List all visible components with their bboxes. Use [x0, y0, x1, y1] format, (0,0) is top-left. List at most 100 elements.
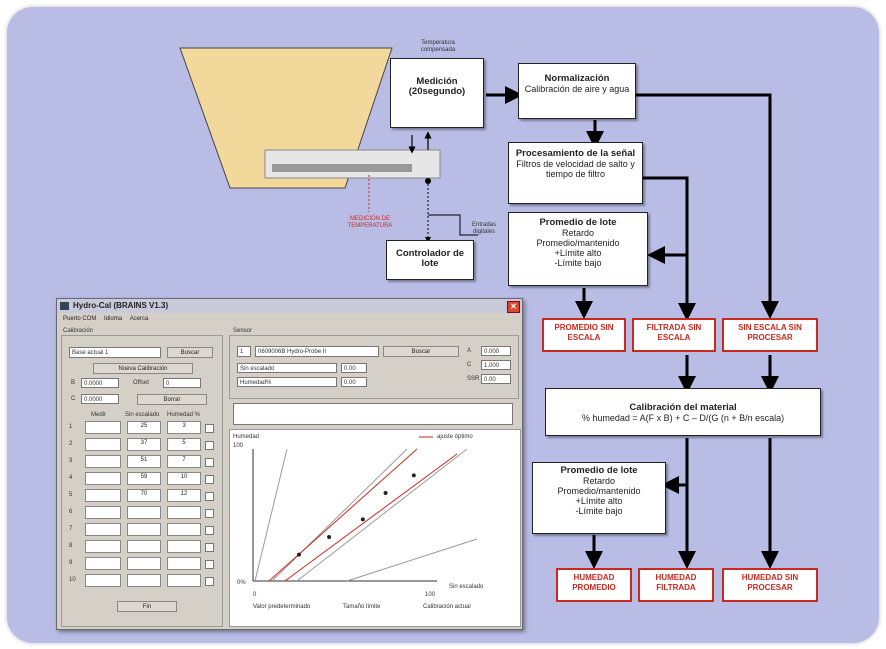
option-unscaled-value[interactable]: 0.00 — [341, 363, 367, 373]
normalization-sub: Calibración de aire y agua — [524, 84, 630, 94]
row-checkbox[interactable] — [205, 577, 214, 586]
new-calibration-button[interactable]: Nueva Calibración — [93, 363, 193, 374]
current-line — [271, 448, 408, 582]
measure-cell[interactable] — [85, 438, 121, 451]
raw-cell[interactable] — [127, 557, 161, 570]
arrow-raw — [636, 93, 779, 319]
data-point — [327, 535, 332, 539]
app-icon — [60, 302, 69, 310]
calibration-select[interactable]: Base actual 1 — [69, 347, 161, 358]
moisture-cell[interactable] — [167, 523, 201, 536]
digital-link — [428, 214, 478, 236]
raw-cell[interactable]: 37 — [127, 438, 161, 451]
row-checkbox[interactable] — [205, 424, 214, 433]
coef-value: 0.000 — [481, 346, 511, 356]
raw-cell[interactable]: 25 — [127, 421, 161, 434]
measure-cell[interactable] — [85, 523, 121, 536]
measure-box: Medición (20segundo) — [390, 58, 484, 128]
average-bottom-line: Promedio/mantenido — [557, 486, 641, 496]
row-checkbox[interactable] — [205, 458, 214, 467]
raw-cell[interactable] — [127, 523, 161, 536]
raw-cell[interactable] — [127, 506, 161, 519]
average-top-line: -Límite bajo — [554, 258, 602, 268]
raw-cell[interactable]: 51 — [127, 455, 161, 468]
moisture-cell[interactable]: 12 — [167, 489, 201, 502]
chart-ymax: 100 — [233, 443, 244, 449]
sensor-label: Sensor — [233, 328, 253, 334]
signal-sub: Filtros de velocidad de salto y tiempo d… — [516, 159, 635, 179]
finish-button[interactable]: Fin — [117, 601, 177, 612]
row-number: 9 — [69, 560, 73, 566]
moisture-cell[interactable]: 10 — [167, 472, 201, 485]
measure-cell[interactable] — [85, 574, 121, 587]
row-checkbox[interactable] — [205, 560, 214, 569]
browse-button[interactable]: Buscar — [167, 347, 213, 358]
measure-cell[interactable] — [85, 455, 121, 468]
row-checkbox[interactable] — [205, 509, 214, 518]
average-box-bottom: Promedio de lote Retardo Promedio/manten… — [532, 462, 666, 534]
measure-cell[interactable] — [85, 540, 121, 553]
close-button[interactable]: ✕ — [507, 301, 520, 313]
moisture-cell[interactable] — [167, 574, 201, 587]
delete-button[interactable]: Borrar — [137, 394, 207, 405]
moisture-cell[interactable]: 5 — [167, 438, 201, 451]
row-checkbox[interactable] — [205, 475, 214, 484]
option-unscaled[interactable]: Sin escalado — [237, 363, 337, 373]
menu-item[interactable]: Acerca — [129, 316, 149, 322]
controller-box: Controlador de lote — [386, 240, 474, 280]
row-checkbox[interactable] — [205, 492, 214, 501]
chart-ymin: 0% — [237, 580, 246, 586]
connect-button[interactable]: Buscar — [383, 346, 459, 357]
option-moisture[interactable]: Humedad% — [237, 377, 337, 387]
row-number: 7 — [69, 526, 73, 532]
menu-item[interactable]: Idioma — [104, 316, 123, 322]
raw-cell[interactable] — [127, 540, 161, 553]
b-field[interactable]: 0.0000 — [81, 378, 119, 388]
label-offset: Offset — [133, 380, 149, 386]
legend-default: Valor predeterminado — [253, 604, 311, 610]
average-bottom-line: -Límite bajo — [575, 506, 623, 516]
c-field[interactable]: 0.0000 — [81, 394, 119, 404]
measure-title: Medición — [416, 76, 458, 87]
moisture-cell[interactable] — [167, 557, 201, 570]
sensor-select[interactable]: 0609006B Hydro-Probe II — [255, 346, 379, 357]
moisture-cell[interactable] — [167, 506, 201, 519]
row-checkbox[interactable] — [205, 543, 214, 552]
col-header-moisture: Humedad % — [167, 412, 201, 418]
average-top-title: Promedio de lote — [539, 217, 617, 228]
measure-cell[interactable] — [85, 472, 121, 485]
temp-measure-label: MEDICIÓN DE TEMPERATURA — [347, 216, 393, 229]
limit-line — [296, 448, 468, 582]
measure-cell[interactable] — [85, 506, 121, 519]
row-checkbox[interactable] — [205, 441, 214, 450]
moisture-cell[interactable]: 7 — [167, 455, 201, 468]
chart-ylabel: Humedad — [233, 434, 260, 440]
coef-value: 0.00 — [481, 374, 511, 384]
material-cal-formula: % humedad = A(F x B) + C – D/(G (n + B/n… — [581, 413, 785, 423]
digital-inputs-label: Entradas digitales — [471, 222, 496, 235]
row-checkbox[interactable] — [205, 526, 214, 535]
signal-box: Procesamiento de la señal Filtros de vel… — [508, 142, 643, 204]
raw-cell[interactable] — [127, 574, 161, 587]
option-moisture-value[interactable]: 0.00 — [341, 377, 367, 387]
moisture-cell[interactable] — [167, 540, 201, 553]
raw-cell[interactable]: 59 — [127, 472, 161, 485]
limit-line — [346, 538, 478, 582]
status-box — [233, 403, 513, 425]
col-header-measure: Medir — [91, 412, 107, 418]
measure-cell[interactable] — [85, 557, 121, 570]
legend-current: Calibración actual — [423, 604, 471, 610]
raw-cell[interactable]: 70 — [127, 489, 161, 502]
output-filtered-unscaled: FILTRADA SIN ESCALA — [632, 318, 716, 352]
material-cal-box: Calibración del material % humedad = A(F… — [545, 388, 821, 436]
offset-field[interactable]: 0 — [163, 378, 201, 388]
chart-xlabel: Sin escalado — [449, 584, 484, 590]
sensor-id[interactable]: 1 — [237, 346, 251, 357]
moisture-cell[interactable]: 3 — [167, 421, 201, 434]
measure-cell[interactable] — [85, 421, 121, 434]
menu-item[interactable]: Puerto COM — [63, 316, 97, 322]
data-point — [383, 491, 388, 495]
measure-cell[interactable] — [85, 489, 121, 502]
row-number: 6 — [69, 509, 73, 515]
chart-line-legend: ajuste óptimo — [437, 434, 473, 440]
